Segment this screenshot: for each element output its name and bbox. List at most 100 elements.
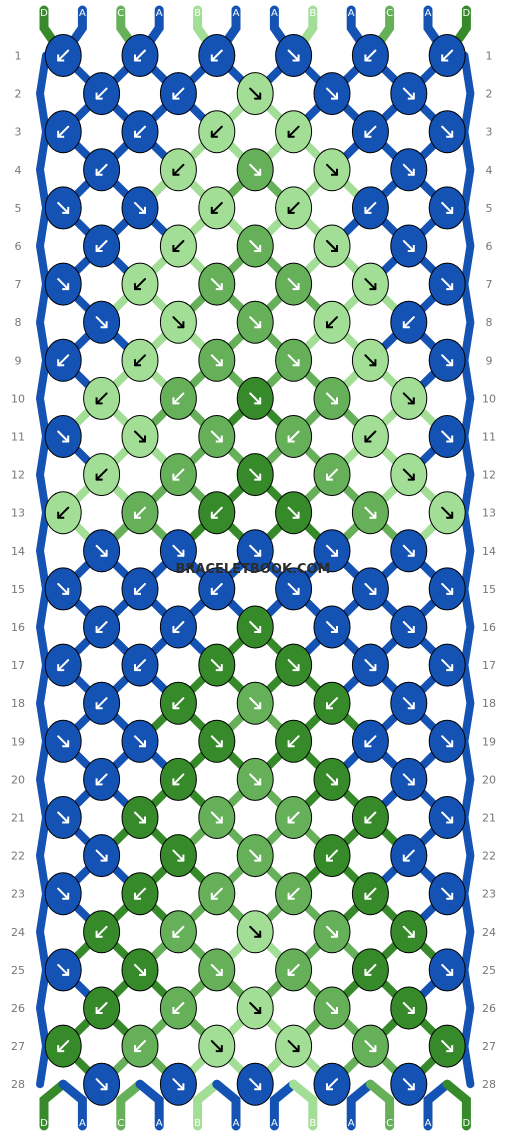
strand-label-bottom: B (194, 1118, 201, 1129)
strand-label-bottom: C (117, 1118, 124, 1129)
knot (390, 72, 428, 116)
arrow-down-left-icon (172, 621, 185, 633)
arrow-down-right-icon (57, 887, 70, 900)
arrow-down-right-icon (172, 1078, 185, 1091)
arrow-down-left-icon (57, 506, 70, 519)
arrow-down-right-icon (326, 773, 338, 786)
knot (313, 72, 351, 116)
knot (313, 986, 351, 1030)
strand-label-bottom: A (425, 1118, 432, 1129)
row-number-left: 11 (11, 431, 25, 444)
arrow-down-left-icon (210, 49, 223, 62)
arrow-down-right-icon (441, 354, 454, 367)
strand-label-bottom: D (463, 1118, 471, 1129)
knot (428, 491, 466, 535)
row-number-left: 22 (11, 850, 25, 863)
arrow-down-left-icon (57, 354, 70, 367)
knot (83, 376, 121, 420)
arrow-down-left-icon (364, 811, 377, 824)
knot (44, 491, 82, 535)
arrow-down-right-icon (364, 278, 377, 291)
arrow-down-right-icon (287, 1040, 300, 1053)
knot (390, 148, 428, 192)
arrow-down-right-icon (57, 963, 70, 976)
knot (121, 34, 159, 77)
bottom-strand-tail (269, 1079, 299, 1131)
arrow-down-left-icon (287, 963, 300, 976)
knot (198, 110, 236, 154)
knot (313, 300, 351, 344)
arrow-down-right-icon (402, 1002, 415, 1014)
knot (351, 796, 389, 839)
row-number-right: 13 (482, 507, 496, 520)
arrow-down-right-icon (249, 468, 262, 481)
knot (44, 643, 82, 687)
row-number-left: 20 (11, 773, 25, 786)
knot (83, 986, 121, 1030)
knot (83, 910, 121, 954)
arrow-down-left-icon (172, 925, 185, 938)
arrow-down-left-icon (172, 163, 185, 176)
arrow-down-right-icon (172, 316, 185, 329)
knot (390, 986, 428, 1030)
knot (275, 719, 313, 763)
arrow-down-left-icon (57, 125, 70, 138)
arrow-down-left-icon (95, 87, 108, 100)
row-number-right: 21 (482, 812, 496, 825)
knot (159, 148, 197, 192)
arrow-down-right-icon (441, 278, 454, 291)
knot (159, 834, 197, 878)
row-number-right: 7 (486, 278, 493, 291)
knot (236, 224, 274, 268)
row-number-left: 24 (11, 926, 25, 939)
arrow-down-right-icon (57, 278, 70, 291)
row-number-right: 22 (482, 850, 496, 863)
arrow-down-right-icon (249, 163, 262, 176)
knot (390, 300, 428, 344)
bottom-strand-tail (289, 1079, 318, 1131)
arrow-down-right-icon (57, 201, 70, 214)
knot (236, 681, 274, 725)
knot (44, 415, 82, 458)
knot (428, 186, 466, 230)
arrow-down-right-icon (287, 582, 300, 595)
knot (275, 948, 313, 992)
row-number-right: 3 (486, 126, 493, 139)
knot (275, 186, 313, 230)
bottom-strand-tail (193, 1079, 222, 1131)
arrow-down-left-icon (95, 621, 108, 633)
arrow-down-right-icon (249, 849, 262, 862)
row-number-left: 23 (11, 888, 25, 901)
knot-grid (44, 34, 466, 1106)
arrow-down-right-icon (249, 1002, 262, 1014)
knot (351, 719, 389, 763)
arrow-down-right-icon (134, 201, 146, 214)
arrow-down-left-icon (172, 87, 185, 100)
row-number-right: 15 (482, 583, 496, 596)
arrow-down-left-icon (364, 125, 377, 138)
knot (198, 338, 236, 382)
arrow-down-left-icon (287, 201, 300, 214)
arrow-down-right-icon (134, 963, 146, 976)
knot (390, 757, 428, 801)
knot (275, 491, 313, 535)
knot (275, 338, 313, 382)
knot (275, 262, 313, 306)
arrow-down-right-icon (441, 582, 454, 595)
arrow-down-right-icon (210, 963, 223, 976)
arrow-down-right-icon (402, 1078, 415, 1091)
arrow-down-right-icon (249, 87, 262, 100)
knot (44, 338, 82, 382)
knot (198, 948, 236, 992)
knot (351, 567, 389, 611)
row-number-right: 23 (482, 888, 496, 901)
row-number-left: 4 (15, 164, 22, 177)
arrow-down-right-icon (402, 163, 415, 176)
knot (428, 796, 466, 839)
knot (121, 110, 159, 154)
knot (390, 224, 428, 268)
arrow-down-right-icon (57, 430, 70, 443)
row-number-left: 21 (11, 812, 25, 825)
row-number-right: 6 (486, 240, 493, 253)
knot (428, 34, 466, 77)
